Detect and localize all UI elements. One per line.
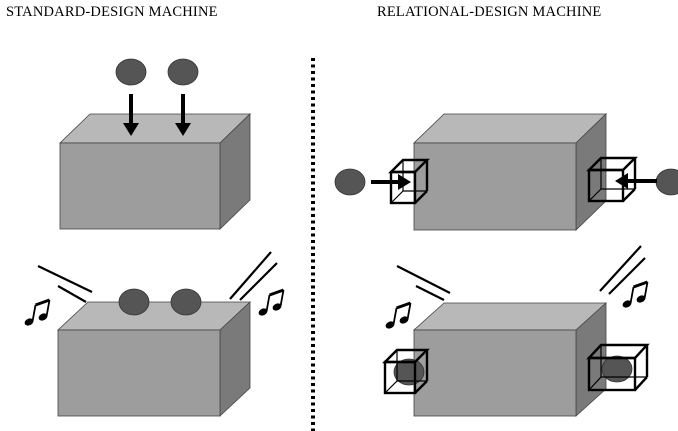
right-arrow-icon: [371, 174, 411, 190]
box-top-face: [413, 113, 607, 144]
left-arrow-icon: [615, 173, 657, 189]
box-front-face: [59, 142, 221, 230]
input-ball: [167, 58, 199, 86]
input-ball: [115, 58, 147, 86]
input-ball: [655, 168, 678, 196]
music-note-icon: [255, 288, 285, 319]
sound-lines-left: [396, 265, 451, 301]
box-top-face: [412, 302, 608, 331]
wireframe-slot-left: [388, 158, 430, 205]
box-top-face: [56, 301, 252, 331]
ball-on-top: [118, 288, 150, 316]
sound-lines-right: [229, 251, 278, 301]
standard-machine-output-stage: [21, 251, 285, 417]
standard-design-title: STANDARD-DESIGN MACHINE: [6, 4, 218, 20]
down-arrow-icon: [175, 94, 191, 136]
relational-design-title: RELATIONAL-DESIGN MACHINE: [377, 4, 602, 20]
box-front-face: [413, 142, 577, 231]
ball-on-top: [170, 288, 202, 316]
held-ball: [601, 355, 633, 383]
box-top-face: [59, 113, 251, 144]
wireframe-slot-right: [586, 343, 650, 392]
standard-machine-input-stage: [59, 58, 251, 230]
relational-machine-output-stage: [382, 245, 650, 417]
input-ball: [334, 168, 366, 196]
held-ball: [393, 358, 425, 386]
music-note-icon: [619, 280, 649, 311]
down-arrow-icon: [123, 94, 139, 136]
music-note-icon: [382, 301, 412, 332]
relational-machine-input-stage: [334, 113, 678, 231]
sound-lines-left: [37, 265, 93, 303]
wireframe-slot-left: [382, 348, 430, 395]
music-note-icon: [21, 298, 51, 329]
box-front-face: [57, 329, 221, 417]
box-front-face: [413, 329, 577, 417]
sound-lines-right: [599, 245, 646, 295]
